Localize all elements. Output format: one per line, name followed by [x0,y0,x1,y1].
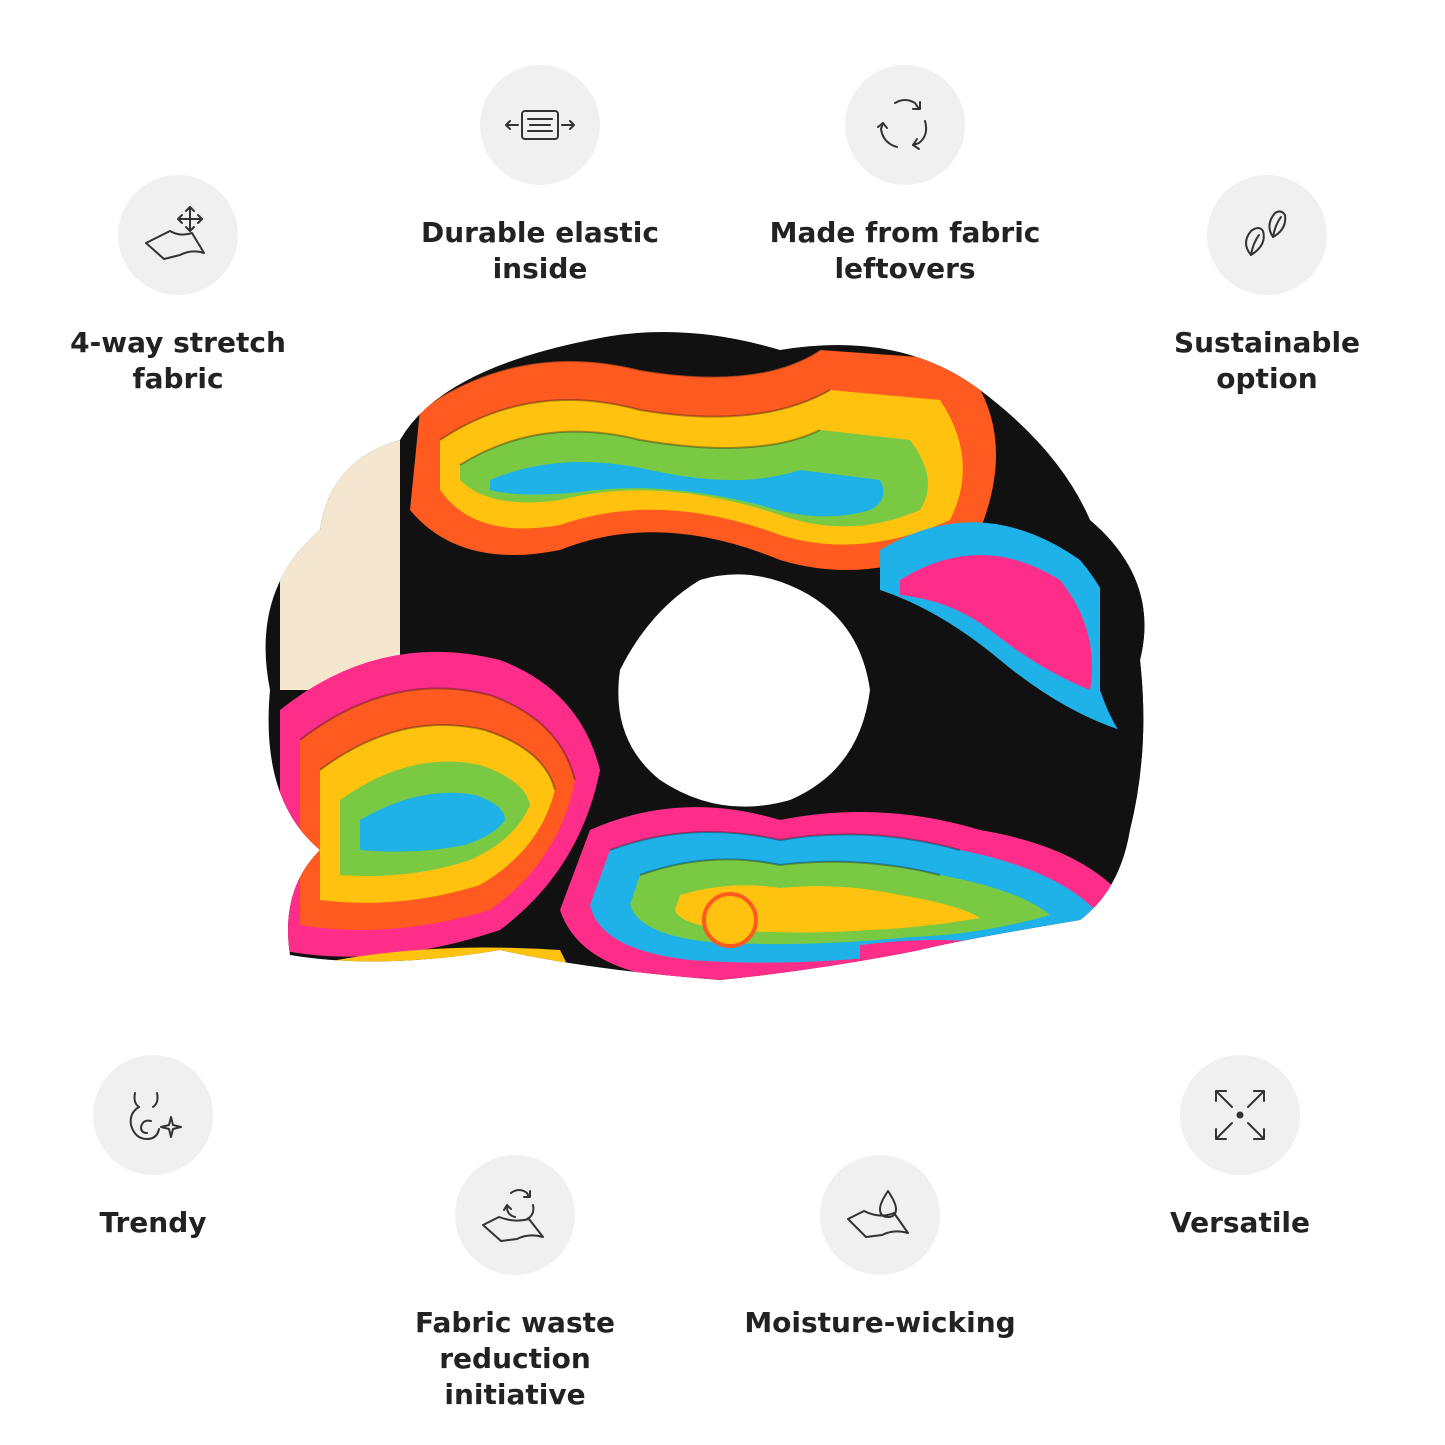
feature-trendy: Trendy [0,1055,323,1241]
scrunchie-product-image [265,332,1145,980]
feature-elastic: Durable elastic inside [370,65,710,287]
feature-label-line: inside [492,252,588,285]
stretch-fabric-icon [118,175,238,295]
trendy-icon [93,1055,213,1175]
leaf-icon [1207,175,1327,295]
expand-arrows-icon [1180,1055,1300,1175]
feature-label-line: fabric [132,362,224,395]
feature-label-line: option [1216,362,1318,395]
feature-label-line: initiative [444,1378,586,1411]
feature-label-line: leftovers [834,252,976,285]
feature-leftovers: Made from fabric leftovers [735,65,1075,287]
feature-label-line: Durable elastic [421,216,659,249]
elastic-icon [480,65,600,185]
feature-label-line: Trendy [99,1206,207,1239]
feature-label-line: Moisture-wicking [744,1306,1016,1339]
moisture-drop-icon [820,1155,940,1275]
feature-versatile: Versatile [1070,1055,1410,1241]
feature-moisture: Moisture-wicking [710,1155,1050,1341]
pattern-outlines [299,349,961,876]
fabric-recycle-icon [455,1155,575,1275]
feature-label-line: Fabric waste reduction [415,1306,615,1375]
recycle-icon [845,65,965,185]
feature-label-line: Sustainable [1173,326,1361,359]
feature-stretch: 4-way stretch fabric [8,175,348,397]
feature-waste-reduction: Fabric waste reduction initiative [345,1155,685,1413]
feature-label-line: Made from fabric [769,216,1041,249]
feature-label-line: Versatile [1169,1206,1311,1239]
rainbow-pattern [265,332,1145,980]
feature-label-line: 4-way stretch [70,326,286,359]
feature-sustainable: Sustainable option [1097,175,1437,397]
